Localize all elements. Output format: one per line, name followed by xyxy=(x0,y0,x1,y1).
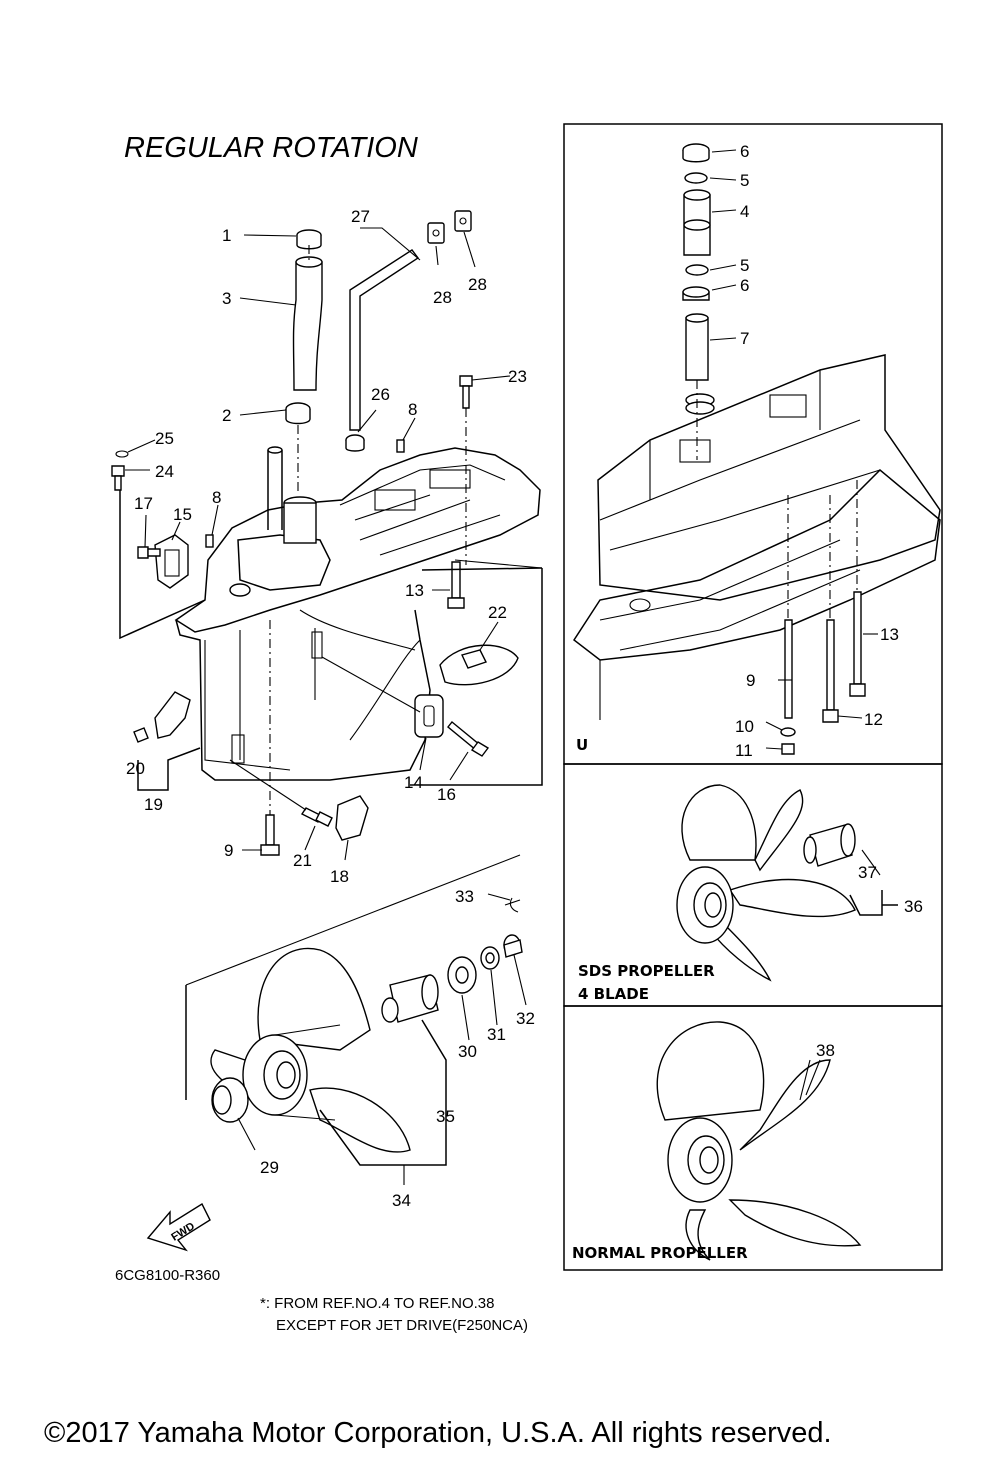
bolt-13-main xyxy=(447,561,465,609)
copyright: ©2017 Yamaha Motor Corporation, U.S.A. A… xyxy=(44,1417,832,1449)
callout-15: 15 xyxy=(173,505,192,524)
note-line-1: *: FROM REF.NO.4 TO REF.NO.38 xyxy=(260,1295,495,1312)
grommet-28-pair xyxy=(427,210,472,244)
callout-u-5b: 5 xyxy=(740,256,749,275)
callout-u-11: 11 xyxy=(735,741,753,760)
callout-u-6a: 6 xyxy=(740,142,749,161)
callout-u-12: 12 xyxy=(864,710,883,729)
callout-29: 29 xyxy=(260,1158,279,1177)
note-line-2: EXCEPT FOR JET DRIVE(F250NCA) xyxy=(276,1317,528,1334)
speedometer-hose xyxy=(349,249,420,431)
callout-3: 3 xyxy=(222,289,231,308)
callout-21: 21 xyxy=(293,851,312,870)
callout-18: 18 xyxy=(330,867,349,886)
normal-propeller-drawing xyxy=(656,1021,862,1261)
thrust-washer-29 xyxy=(211,1077,249,1123)
sds-label-line-2: 4 BLADE xyxy=(578,985,649,1003)
callout-u-13: 13 xyxy=(880,625,899,644)
box-u xyxy=(563,123,943,765)
leader-lines-propeller xyxy=(319,1019,447,1185)
box-u-label: U xyxy=(576,736,588,754)
callout-32: 32 xyxy=(516,1009,535,1028)
washer-31 xyxy=(480,946,500,970)
callout-26: 26 xyxy=(371,385,390,404)
callout-8a: 8 xyxy=(408,400,417,419)
callout-u-10: 10 xyxy=(735,717,754,736)
callout-34: 34 xyxy=(392,1191,411,1210)
callout-24: 24 xyxy=(155,462,174,481)
anode-18 xyxy=(335,795,369,841)
callout-28a: 28 xyxy=(433,288,452,307)
callout-35: 35 xyxy=(436,1107,455,1126)
bolt-23 xyxy=(459,375,473,409)
screw-21 xyxy=(300,807,333,827)
callout-13a: 13 xyxy=(405,581,424,600)
callout-17: 17 xyxy=(134,494,153,513)
callout-u-9: 9 xyxy=(746,671,755,690)
sds-propeller-drawing xyxy=(676,784,898,982)
dowel-pin-8-lower xyxy=(205,534,214,548)
bushing-35 xyxy=(381,974,439,1023)
plug-24 xyxy=(111,465,125,491)
callout-u-5a: 5 xyxy=(740,171,749,190)
nut-20 xyxy=(133,727,149,743)
anode-22 xyxy=(439,644,519,686)
callout-16: 16 xyxy=(437,785,456,804)
callout-22: 22 xyxy=(488,603,507,622)
nut-32 xyxy=(503,934,523,958)
callout-8b: 8 xyxy=(212,488,221,507)
callout-20: 20 xyxy=(126,759,145,778)
normal-propeller-label: NORMAL PROPELLER xyxy=(572,1244,748,1262)
callout-9a: 9 xyxy=(224,841,233,860)
callout-37: 37 xyxy=(858,863,877,882)
callout-u-4: 4 xyxy=(740,202,749,221)
diagram-title: REGULAR ROTATION xyxy=(124,132,418,164)
bolt-17 xyxy=(137,546,161,559)
bolt-16 xyxy=(447,721,490,757)
box-u-parts xyxy=(572,143,941,755)
callout-28b: 28 xyxy=(468,275,487,294)
callout-leaders xyxy=(125,149,881,1151)
diagram-code: 6CG8100-R360 xyxy=(115,1267,220,1284)
water-tube-group xyxy=(285,229,323,425)
callout-31: 31 xyxy=(487,1025,506,1044)
fwd-arrow: FWD xyxy=(146,1202,211,1252)
callout-14: 14 xyxy=(404,773,423,792)
lower-casing-assembly xyxy=(174,446,541,781)
bolt-9-main xyxy=(260,814,280,856)
callout-labels: 1 3 2 27 28 28 23 26 8 25 24 17 15 8 13 … xyxy=(126,142,923,1210)
callout-23: 23 xyxy=(508,367,527,386)
callout-u-7: 7 xyxy=(740,329,749,348)
cotter-pin-33 xyxy=(504,897,521,913)
sds-label-line-1: SDS PROPELLER xyxy=(578,962,715,980)
callout-38: 38 xyxy=(816,1041,835,1060)
callout-19: 19 xyxy=(144,795,163,814)
callout-27: 27 xyxy=(351,207,370,226)
callout-2: 2 xyxy=(222,406,231,425)
callout-u-6b: 6 xyxy=(740,276,749,295)
callout-36: 36 xyxy=(904,897,923,916)
cover-15 xyxy=(154,534,189,589)
propeller-regular xyxy=(185,854,521,1153)
dowel-pin-8-upper xyxy=(396,439,405,453)
gasket-25 xyxy=(115,450,129,458)
box-normal-propeller xyxy=(563,1005,943,1271)
trim-tab-19 xyxy=(154,691,191,739)
grommet-14 xyxy=(414,694,444,738)
callout-25: 25 xyxy=(155,429,174,448)
callout-33: 33 xyxy=(455,887,474,906)
leader-lines-main xyxy=(119,245,543,815)
spacer-30 xyxy=(447,956,477,994)
callout-30: 30 xyxy=(458,1042,477,1061)
callout-1: 1 xyxy=(222,226,231,245)
grommet-26 xyxy=(345,434,365,452)
